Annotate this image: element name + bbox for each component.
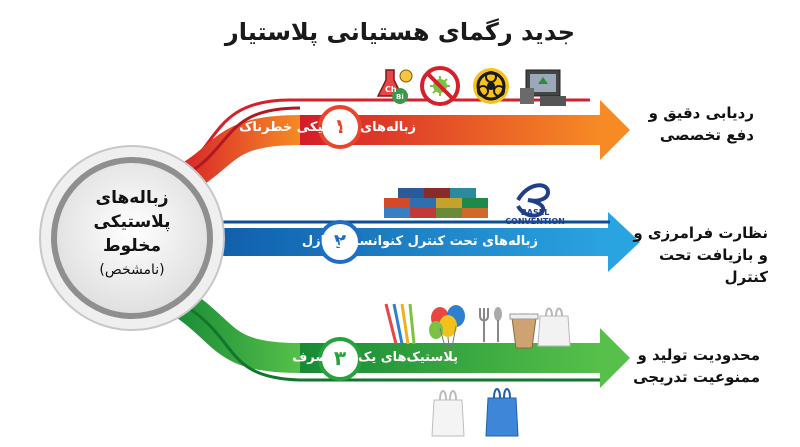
branch-1-outcome-line-2: دفع تخصصی <box>659 126 754 144</box>
branch-2-outcome: نظارت فرامرزی و و بازیافت تحت کنترل <box>618 222 768 288</box>
no-pathogen-icon <box>420 66 460 106</box>
branch-2-number: ۲ <box>333 229 347 253</box>
plastic-bag-icon <box>485 388 519 437</box>
branch-3-outcome-line-2: ممنوعیت تدریجی <box>633 368 760 386</box>
branch-2-outcome-line-2: و بازیافت تحت کنترل <box>659 246 768 286</box>
balloons-icon <box>429 305 465 359</box>
branch-3-label: پلاستیک‌های یک‌بار مصرف <box>292 350 458 365</box>
page-title: جدید رگمای هستیانی پلاستیار <box>224 18 576 46</box>
branch-2-badge <box>318 220 362 264</box>
cup-icon <box>509 313 539 349</box>
chemical-icon: Ch Bi <box>376 69 413 104</box>
containers-icon <box>384 188 488 218</box>
branch-2-label: زباله‌های تحت کنترل کنوانسیون بازل <box>301 234 538 249</box>
branch-3-outcome-line-1: محدودیت تولید و <box>637 346 760 364</box>
biohazard-icon <box>473 68 509 104</box>
branch-1-outcome-line-1: ردیابی دقیق و <box>648 104 754 122</box>
basel-logo: BASEL CONVENTION <box>492 182 578 226</box>
hub-line-3: (نامشخص) <box>99 262 165 278</box>
straws-icon <box>384 303 416 345</box>
branch-1-number: ۱ <box>333 114 347 138</box>
hub-line-1: زباله‌های <box>95 188 169 208</box>
hub-circle <box>39 145 225 331</box>
branch-2-outcome-line-1: نظارت فرامرزی و <box>633 224 768 242</box>
hub-line-2: پلاستیکی مخلوط <box>93 212 171 256</box>
branch-3-badge <box>318 337 362 381</box>
basel-logo-icon <box>516 183 551 218</box>
basel-logo-text: BASEL CONVENTION <box>505 208 565 226</box>
hub-label: زباله‌های پلاستیکی مخلوط (نامشخص) <box>62 186 202 282</box>
branch-3-number: ۳ <box>333 346 347 370</box>
chem-symbol-bi: Bi <box>396 93 404 101</box>
branch-1-badge <box>318 105 362 149</box>
plastic-bag-icon <box>431 390 465 437</box>
branch-3-outcome: محدودیت تولید و ممنوعیت تدریجی <box>610 344 760 388</box>
chem-symbol-ch: Ch <box>385 85 397 94</box>
plastic-bag-icon <box>537 307 571 347</box>
branch-1-arrow <box>163 98 630 200</box>
branch-1-label: زباله‌های پلاستیکی خطرناک <box>239 120 416 135</box>
cutlery-icon <box>479 307 502 342</box>
branch-1-outcome: ردیابی دقیق و دفع تخصصی <box>604 102 754 146</box>
recycle-electronics-icon <box>520 69 566 106</box>
